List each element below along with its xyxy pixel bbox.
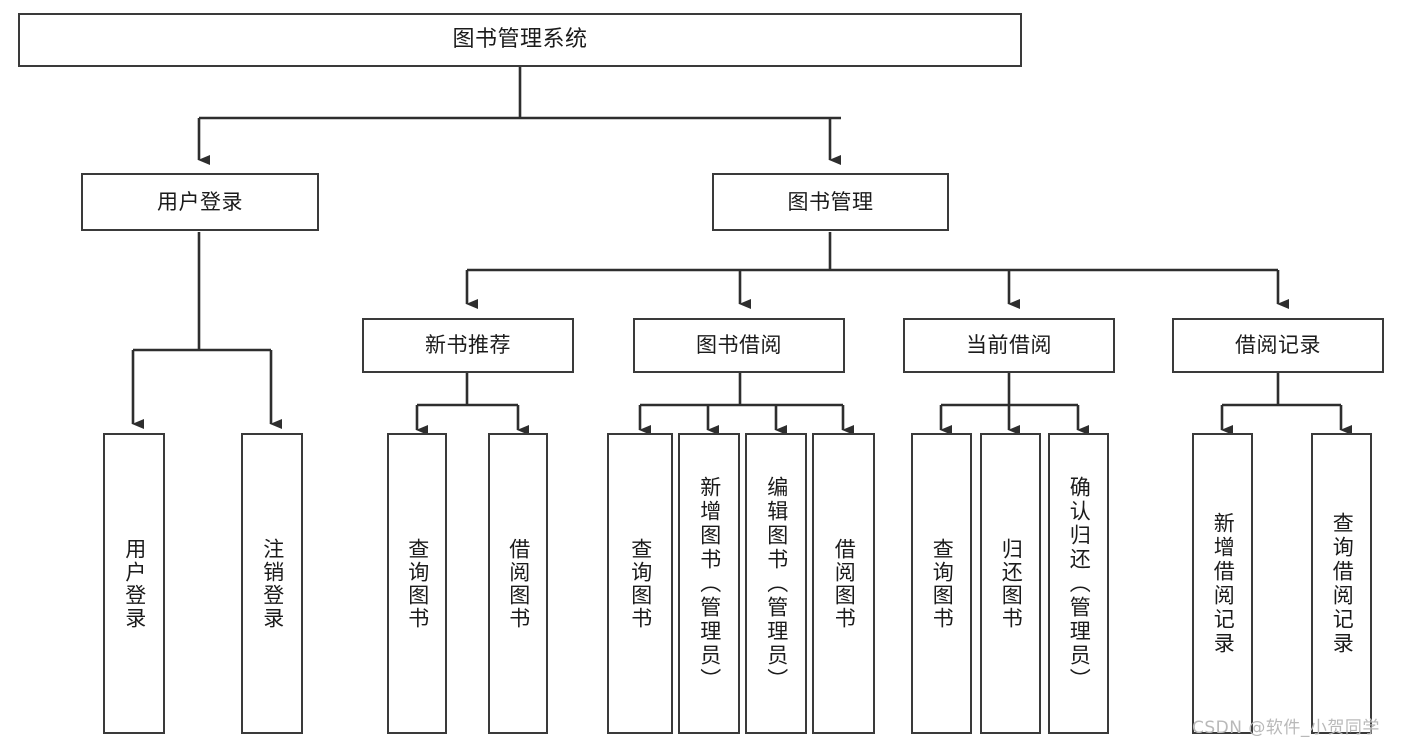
leaf-edit-book-label: 编辑图书（管理员） [764, 475, 789, 692]
leaf-logout[interactable]: 注销登录 [241, 433, 303, 734]
node-current-borrow-label: 当前借阅 [966, 333, 1052, 357]
leaf-add-book[interactable]: 新增图书（管理员） [678, 433, 740, 734]
node-root-label: 图书管理系统 [452, 27, 588, 52]
leaf-borrow-book-1-label: 借阅图书 [506, 537, 531, 630]
node-new-book-recommend[interactable]: 新书推荐 [362, 318, 574, 373]
leaf-borrow-book-1[interactable]: 借阅图书 [488, 433, 548, 734]
node-book-management[interactable]: 图书管理 [712, 173, 949, 231]
leaf-return-book-label: 归还图书 [999, 537, 1024, 630]
node-borrow-record[interactable]: 借阅记录 [1172, 318, 1384, 373]
leaf-edit-book[interactable]: 编辑图书（管理员） [745, 433, 807, 734]
leaf-borrow-book-2-label: 借阅图书 [832, 537, 857, 630]
leaf-query-book-3-label: 查询图书 [930, 537, 955, 630]
leaf-confirm-return-label: 确认归还（管理员） [1067, 475, 1092, 692]
node-user-login-label: 用户登录 [157, 189, 243, 214]
node-current-borrow[interactable]: 当前借阅 [903, 318, 1115, 373]
leaf-add-record[interactable]: 新增借阅记录 [1192, 433, 1253, 734]
node-book-borrow[interactable]: 图书借阅 [633, 318, 845, 373]
node-book-management-label: 图书管理 [787, 189, 874, 214]
leaf-query-book-2-label: 查询图书 [628, 537, 653, 630]
node-user-login[interactable]: 用户登录 [81, 173, 319, 231]
node-root[interactable]: 图书管理系统 [18, 13, 1022, 67]
leaf-query-record[interactable]: 查询借阅记录 [1311, 433, 1372, 734]
leaf-query-record-label: 查询借阅记录 [1330, 511, 1355, 656]
leaf-user-login-label: 用户登录 [122, 537, 147, 630]
node-new-book-recommend-label: 新书推荐 [425, 333, 511, 357]
leaf-user-login[interactable]: 用户登录 [103, 433, 165, 734]
leaf-return-book[interactable]: 归还图书 [980, 433, 1041, 734]
leaf-borrow-book-2[interactable]: 借阅图书 [812, 433, 875, 734]
node-book-borrow-label: 图书借阅 [696, 333, 782, 357]
leaf-query-book-3[interactable]: 查询图书 [911, 433, 972, 734]
leaf-query-book-2[interactable]: 查询图书 [607, 433, 673, 734]
leaf-add-book-label: 新增图书（管理员） [697, 475, 722, 692]
leaf-logout-label: 注销登录 [260, 537, 285, 630]
node-borrow-record-label: 借阅记录 [1235, 333, 1321, 357]
leaf-query-book-1[interactable]: 查询图书 [387, 433, 447, 734]
leaf-confirm-return[interactable]: 确认归还（管理员） [1048, 433, 1109, 734]
leaf-add-record-label: 新增借阅记录 [1211, 511, 1236, 656]
leaf-query-book-1-label: 查询图书 [405, 537, 430, 630]
csdn-watermark: CSDN @软件_小贺同学 [1192, 718, 1380, 738]
